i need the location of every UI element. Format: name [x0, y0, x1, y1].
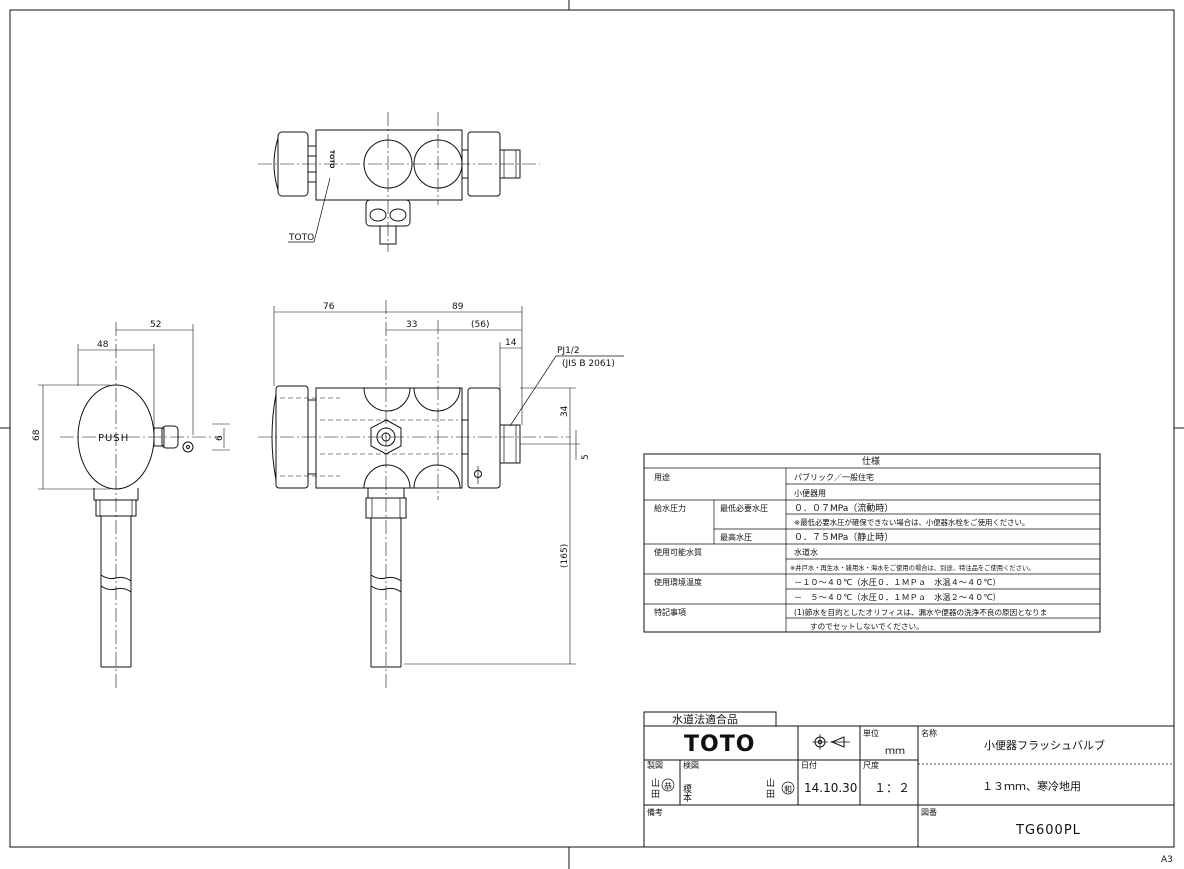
spec-row-label: 特記事項: [654, 607, 686, 617]
scale-value: １：２: [874, 781, 910, 795]
spec-value: パブリック／一般住宅: [794, 472, 874, 482]
spec-value: ０．０７MPa（流動時）: [794, 502, 893, 514]
spec-row-label: 使用環境温度: [654, 577, 702, 587]
push-label: PUSH: [98, 433, 129, 444]
drawn-label: 製図: [647, 760, 663, 770]
body-brand-mark: TOTO: [328, 150, 335, 168]
name-label: 名称: [921, 728, 937, 738]
svg-text:田: 田: [766, 789, 775, 800]
drawing-number: TG600PL: [1015, 823, 1081, 838]
unit-value: ｍｍ: [885, 746, 905, 757]
unit-label: 単位: [863, 728, 879, 738]
scale-label: 尺度: [863, 760, 879, 770]
top-view: TOTO TOTO: [258, 112, 540, 252]
drawing-number-label: 図番: [921, 807, 937, 817]
spec-value: 小便器用: [794, 488, 826, 498]
thread-label: PJ1/2: [557, 346, 580, 356]
spec-row-label: 使用可能水質: [654, 547, 702, 557]
title-block: 水道法適合品 TOTO 単位 ｍｍ 名称 小便器フラッシュバルブ 製図 検図 日…: [643, 711, 1175, 848]
approval-stamp-icon: 山田 恭 山田 和: [651, 778, 795, 800]
brand-leader-label: TOTO: [288, 233, 314, 243]
product-name: 小便器フラッシュバルブ: [984, 738, 1105, 752]
dim-6: 6: [215, 435, 225, 441]
dim-56: (56): [471, 320, 489, 330]
sheet-size: A3: [1161, 855, 1173, 865]
spec-row-label: 用途: [654, 472, 670, 482]
spec-table: 仕様 用途 パブリック／一般住宅 小便器用 給水圧力 最低必要水圧 ０．０７MP…: [643, 453, 1101, 633]
spec-title: 仕様: [862, 455, 880, 467]
checked-label: 検図: [683, 760, 699, 770]
dim-48: 48: [97, 340, 109, 350]
spec-value: ※最低必要水圧が確保できない場合は、小便器水栓をご使用ください。: [794, 518, 1029, 527]
spec-value: －１０～４０℃（水圧０．１ＭＰａ 水温４～４０℃）: [794, 577, 1001, 587]
spec-value: ※井戸水・再生水・雑用水・海水をご使用の場合は、別途、特注品をご使用ください。: [790, 563, 1035, 572]
spec-value: ０．７５MPa（静止時）: [794, 531, 893, 543]
svg-text:恭: 恭: [664, 782, 672, 791]
spec-row-label: 給水圧力: [654, 503, 686, 513]
dim-68: 68: [32, 429, 42, 441]
svg-text:山: 山: [766, 778, 775, 789]
dim-33: 33: [406, 320, 417, 330]
side-view: PUSH 52 48 68 6: [32, 320, 230, 690]
spec-value: － ５～４０℃（水圧０．１ＭＰａ 水温２～４０℃）: [794, 592, 1001, 602]
dim-89: 89: [452, 302, 464, 312]
dim-34: 34: [560, 405, 570, 417]
checker-name: 榎本: [681, 783, 692, 803]
spec-value: (1)節水を目的としたオリフィスは、漏水や便器の洗浄不良の原因となりま: [794, 607, 1047, 617]
titleblock-logo: TOTO: [684, 732, 755, 757]
svg-text:田: 田: [651, 789, 660, 800]
dim-52: 52: [150, 320, 161, 330]
sheet-border: [9, 9, 1175, 848]
svg-text:和: 和: [784, 785, 792, 794]
dim-165: (165): [560, 544, 570, 568]
projection-symbol-icon: [812, 734, 850, 750]
spec-sub-label: 最低必要水圧: [720, 503, 768, 513]
spec-value: すのでセットしないでください。: [810, 622, 924, 631]
spec-value: 水道水: [794, 547, 818, 557]
svg-text:山: 山: [651, 778, 660, 789]
spec-sub-label: 最高水圧: [720, 532, 752, 542]
product-subname: １３ｍｍ、寒冷地用: [982, 779, 1081, 793]
dim-14: 14: [505, 338, 517, 348]
notes-label: 備考: [647, 807, 663, 817]
dim-5: 5: [581, 454, 591, 460]
compliance-label: 水道法適合品: [672, 712, 738, 726]
date-label: 日付: [801, 760, 817, 770]
dim-76: 76: [323, 302, 335, 312]
date-value: 14.10.30: [804, 781, 857, 795]
front-view: 76 89 33 (56) 14 PJ1/2 (JIS B 2061) 34 5…: [258, 300, 624, 690]
jis-label: (JIS B 2061): [562, 359, 615, 369]
